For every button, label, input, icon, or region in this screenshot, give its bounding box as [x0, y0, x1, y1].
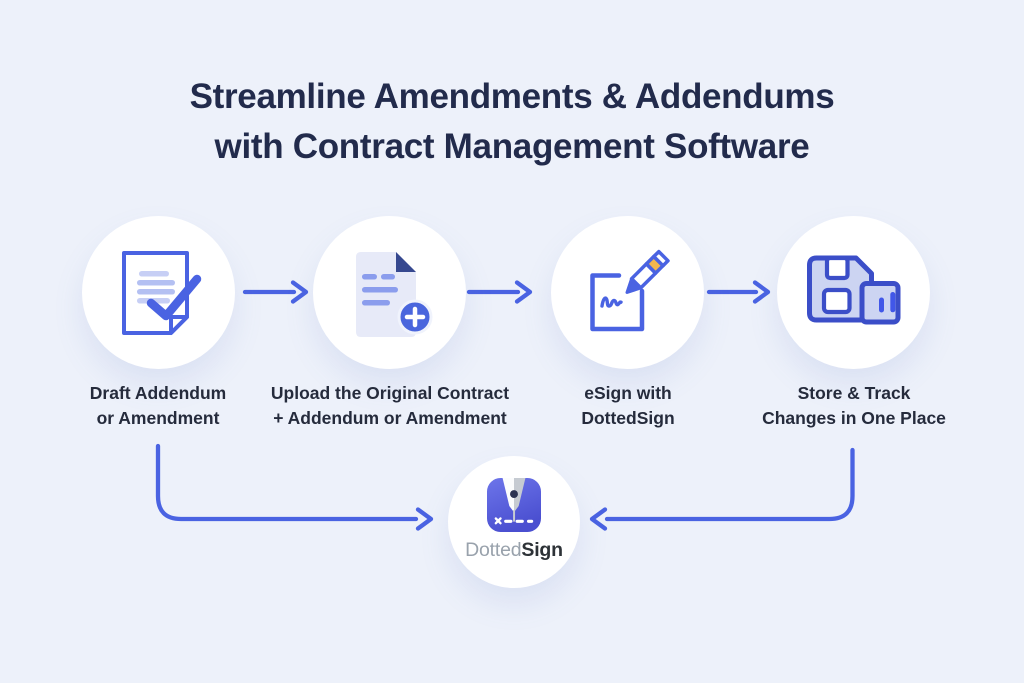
step1-label: Draft Addendum or Amendment	[89, 383, 227, 428]
pencil	[625, 249, 670, 294]
document-add-icon	[355, 251, 432, 337]
arrow-step4-to-logo-icon	[589, 447, 855, 531]
floppy-disk-save-icon	[806, 255, 900, 324]
step4-circle	[777, 216, 930, 369]
folded-corner	[395, 251, 416, 272]
dotted-line	[494, 517, 534, 525]
dottedsign-app-icon	[487, 478, 541, 532]
dottedsign-wordmark: DottedSign	[465, 539, 563, 562]
esign-pencil-icon	[589, 249, 670, 331]
step2-circle	[313, 216, 466, 369]
step4-label: Store & Track Changes in One Place	[762, 383, 946, 428]
document-text-lines	[361, 273, 398, 305]
brand-second: Sign	[521, 539, 563, 561]
brand-first: Dotted	[465, 539, 522, 561]
arrow-step1-to-logo-icon	[155, 443, 434, 531]
step2-label: Upload the Original Contract + Addendum …	[270, 383, 510, 428]
plus-badge	[397, 299, 432, 334]
arrow-step1-to-step2-icon	[242, 280, 309, 304]
dottedsign-logo-circle: DottedSign	[448, 456, 580, 588]
title-line-1: Streamline Amendments & Addendums	[189, 77, 835, 116]
arrow-step2-to-step3-icon	[466, 280, 533, 304]
title-line-2: with Contract Management Software	[214, 127, 810, 166]
step1-circle	[82, 216, 235, 369]
checkmark	[146, 274, 201, 320]
floppy-label	[821, 287, 852, 314]
signature-box	[589, 272, 644, 331]
signature-squiggle	[599, 295, 623, 308]
step3-label: eSign with DottedSign	[581, 383, 675, 428]
pen-nib	[502, 478, 526, 522]
arrow-step3-to-step4-icon	[706, 280, 771, 304]
chart-card	[859, 280, 900, 324]
step3-circle	[551, 216, 704, 369]
document-check-icon	[121, 250, 201, 335]
page-title: Streamline Amendments & Addendums with C…	[0, 72, 1024, 172]
floppy-shutter	[824, 255, 850, 280]
